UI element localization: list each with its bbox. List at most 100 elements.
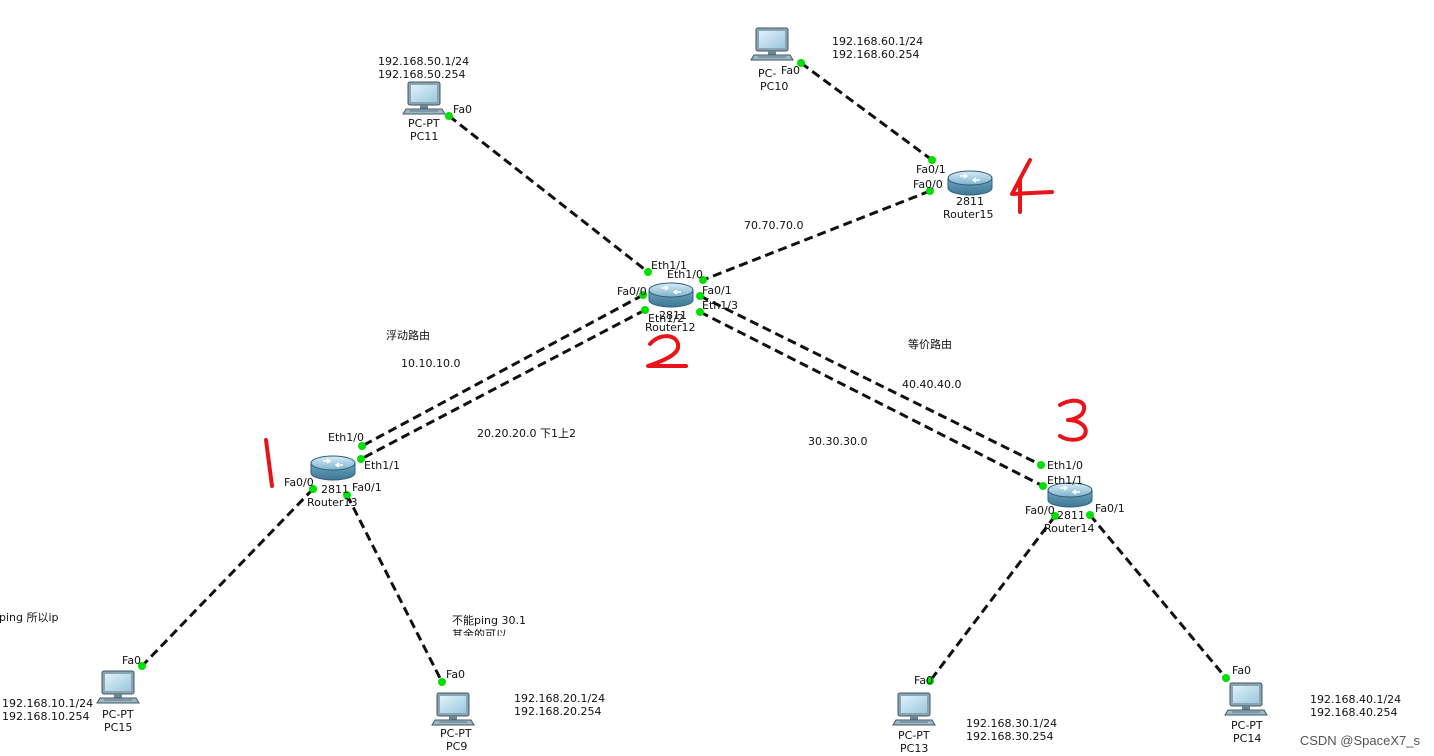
port-r12-fa0-1: Fa0/1	[702, 284, 732, 297]
pc11-ip: 192.168.50.1/24	[378, 55, 470, 68]
pc10-name: PC10	[760, 80, 789, 93]
port-r13-eth1-1: Eth1/1	[364, 459, 400, 472]
port-dot	[343, 491, 351, 499]
port-dot	[1039, 482, 1047, 490]
network-40: 40.40.40.0	[902, 378, 962, 391]
pc11-gateway: 192.168.50.254	[378, 68, 466, 81]
router-icon[interactable]	[947, 170, 993, 196]
port-dot	[1086, 511, 1094, 519]
pc9-type: PC-PT	[440, 727, 472, 740]
pc13-type: PC-PT	[898, 729, 930, 742]
router15-model: 2811	[956, 195, 984, 208]
link-Router14-PC13	[928, 515, 1057, 682]
network-30: 30.30.30.0	[808, 435, 868, 448]
port-r13-fa0-1: Fa0/1	[352, 481, 382, 494]
port-r12-eth1-3: Eth1/3	[702, 299, 738, 312]
port-r12-fa0-0: Fa0/0	[617, 285, 647, 298]
annotation-4-mark	[1010, 158, 1054, 214]
pc9-ip: 192.168.20.1/24	[514, 692, 606, 705]
port-r14-eth1-0: Eth1/0	[1047, 459, 1083, 472]
link-Router12-Router13	[361, 293, 644, 448]
port-dot	[138, 662, 146, 670]
port-pc14-fa0: Fa0	[1232, 664, 1252, 677]
port-r12-eth1-0: Eth1/0	[667, 268, 703, 281]
pc-icon[interactable]	[402, 81, 446, 115]
pc9-gateway: 192.168.20.254	[514, 705, 602, 718]
port-dot	[928, 156, 936, 164]
link-Router14-PC14	[1088, 514, 1228, 679]
annotation-3-mark	[1058, 398, 1088, 442]
router13-model: 2811	[321, 483, 349, 496]
port-dot	[797, 59, 805, 67]
port-dot	[641, 306, 649, 314]
pc10-ip: 192.168.60.1/24	[832, 35, 924, 48]
pc11-type: PC-PT	[408, 117, 440, 130]
network-10: 10.10.10.0	[401, 357, 461, 370]
device-icons-layer	[96, 27, 1268, 726]
port-dot	[438, 678, 446, 686]
router13-name: Router13	[307, 496, 358, 509]
port-dot	[1222, 674, 1230, 682]
pc13-gateway: 192.168.30.254	[966, 730, 1054, 743]
pc13-ip: 192.168.30.1/24	[966, 717, 1058, 730]
pc14-type: PC-PT	[1231, 719, 1263, 732]
note-ping-mid-1: 不能ping 30.1	[452, 614, 526, 627]
link-PC11-Router12	[448, 114, 649, 274]
port-r14-fa0-1: Fa0/1	[1095, 502, 1125, 515]
port-pc10-fa0: Fa0	[781, 64, 801, 77]
router15-name: Router15	[943, 208, 994, 221]
port-dot	[357, 455, 365, 463]
port-pc11-fa0: Fa0	[453, 103, 473, 116]
port-pc9-fa0: Fa0	[446, 668, 466, 681]
port-dot	[639, 291, 647, 299]
link-Router12-Router14	[699, 294, 1042, 467]
pc15-ip: 192.168.10.1/24	[2, 697, 94, 710]
router14-model: 2811	[1057, 509, 1085, 522]
port-r15-fa0-0: Fa0/0	[913, 178, 943, 191]
link-Router12-Router13	[360, 308, 646, 461]
port-dot	[926, 187, 934, 195]
port-dot	[1051, 512, 1059, 520]
pc15-type: PC-PT	[102, 708, 134, 721]
pc15-name: PC15	[104, 721, 133, 734]
port-dot	[699, 276, 707, 284]
pc-icon[interactable]	[1224, 682, 1268, 716]
csdn-watermark: CSDN @SpaceX7_s	[1299, 733, 1420, 748]
port-dot	[445, 112, 453, 120]
port-dot	[926, 677, 934, 685]
port-dot	[644, 268, 652, 276]
port-dot	[1037, 461, 1045, 469]
port-dot	[309, 485, 317, 493]
router-icon[interactable]	[1047, 482, 1093, 508]
router12-model: 2811	[659, 309, 687, 322]
port-dot	[696, 308, 704, 316]
note-ping-left: 能ping 所以ip	[0, 611, 59, 624]
router14-name: Router14	[1044, 522, 1095, 535]
network-70: 70.70.70.0	[744, 219, 804, 232]
port-r15-fa0-1: Fa0/1	[916, 163, 946, 176]
port-r14-fa0-0: Fa0/0	[1025, 504, 1055, 517]
links-layer	[140, 61, 1228, 683]
router12-name: Router12	[645, 321, 696, 334]
pc-icon[interactable]	[431, 692, 475, 726]
pc11-name: PC11	[410, 130, 439, 143]
port-pc15-fa0: Fa0	[122, 654, 142, 667]
link-Router15-Router12	[702, 189, 931, 282]
note-ping-mid-2: 其余的可以	[452, 628, 507, 636]
annotation-1-mark	[264, 438, 274, 488]
port-dot	[358, 442, 366, 450]
note-floating-route: 浮动路由	[386, 329, 430, 342]
port-r13-eth1-0: Eth1/0	[328, 431, 364, 444]
pc-icon[interactable]	[892, 692, 936, 726]
router-icon[interactable]	[648, 282, 694, 308]
port-r12-eth1-1: Eth1/1	[651, 259, 687, 272]
pc-icon[interactable]	[96, 670, 140, 704]
pc13-name: PC13	[900, 742, 929, 755]
note-ecmp-route: 等价路由	[908, 338, 952, 351]
pc14-ip: 192.168.40.1/24	[1310, 693, 1402, 706]
router-icon[interactable]	[310, 455, 356, 481]
pc-icon[interactable]	[750, 27, 794, 61]
port-dot	[696, 292, 704, 300]
port-r14-eth1-1: Eth1/1	[1047, 474, 1083, 487]
